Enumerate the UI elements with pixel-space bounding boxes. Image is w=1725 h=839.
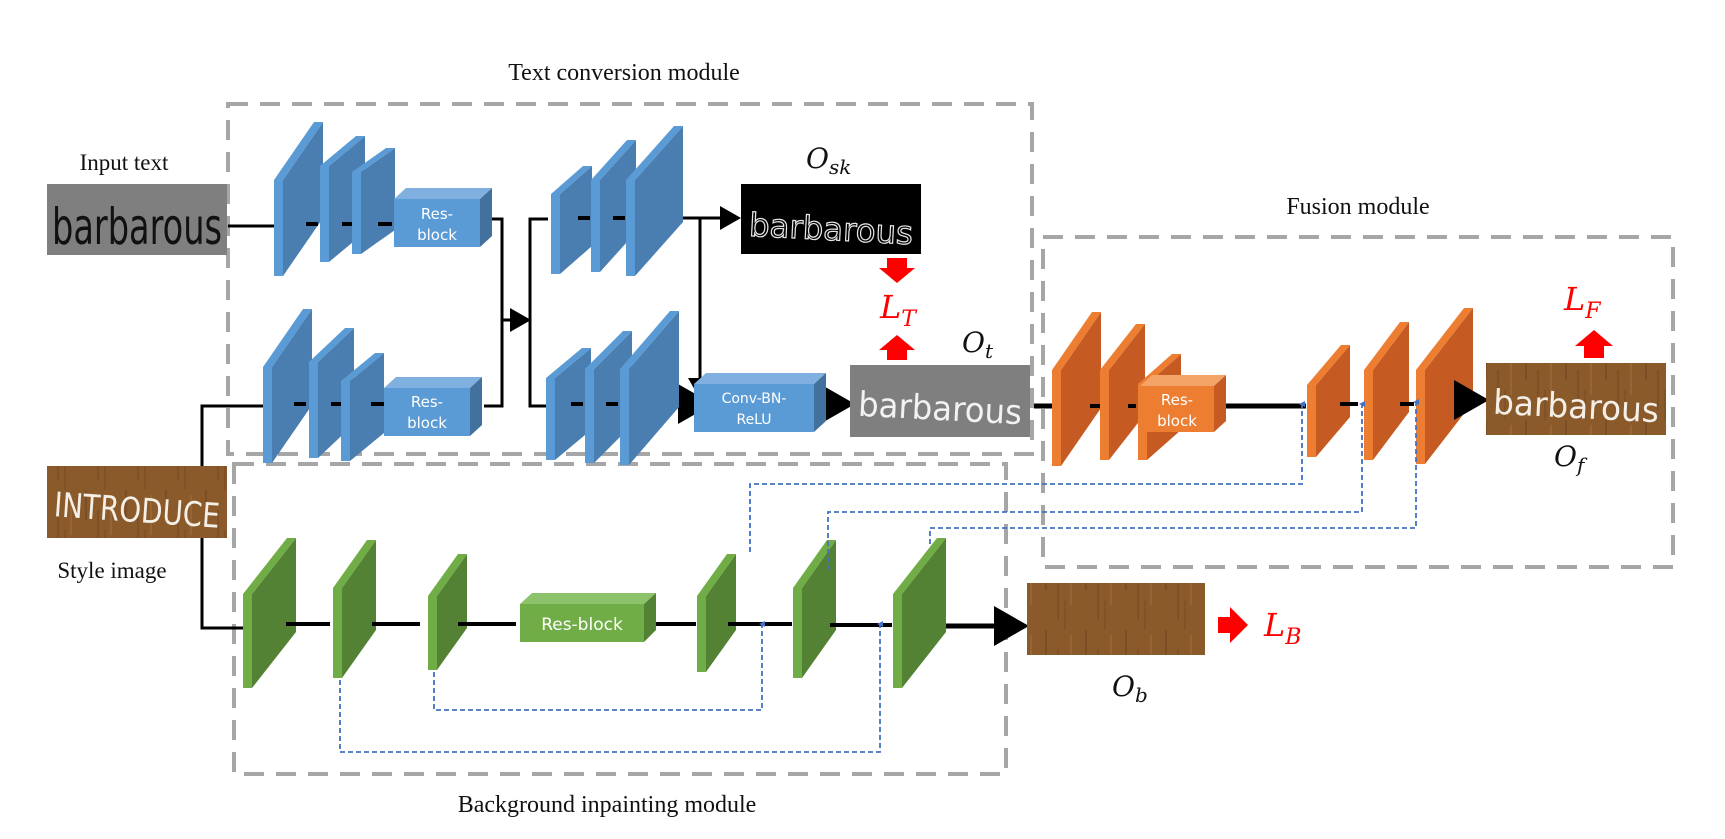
output-background-image [1027, 583, 1205, 655]
skip-connection-bg-outer [339, 621, 883, 753]
skip-connection-fusion-2 [827, 401, 1365, 570]
svg-text:barbarous: barbarous [1492, 383, 1660, 432]
loss-text-up-arrow-icon [879, 335, 915, 360]
conv-layer [352, 148, 395, 254]
conv-layer [1052, 312, 1101, 466]
loss-text-label: LT [879, 288, 918, 332]
input-text-word: barbarous [52, 198, 222, 256]
deconv-layer [1364, 322, 1409, 460]
output-background-label: Ob [1112, 670, 1148, 707]
res-block-background: Res-block [520, 593, 656, 642]
svg-text:Res-: Res- [1161, 391, 1193, 409]
text-conversion-module-title: Text conversion module [508, 60, 740, 86]
conv-layer [274, 122, 323, 276]
conv-layer [341, 353, 384, 461]
connector-split-decoders [528, 217, 548, 408]
deconv-layer [626, 126, 683, 276]
output-text-label: Ot [962, 326, 994, 363]
connector-style-to-background [200, 538, 246, 630]
deconv-layer [1307, 345, 1350, 457]
text-decoder [546, 311, 679, 465]
svg-text:block: block [407, 414, 447, 432]
input-text-label: Input text [80, 150, 169, 175]
svg-text:Res-block: Res-block [541, 615, 623, 635]
text-encoder-top [274, 122, 395, 276]
svg-text:Res-: Res- [411, 393, 443, 411]
res-block-text-top: Res- block [394, 188, 492, 247]
svg-text:barbarous: barbarous [748, 206, 914, 253]
conv-layer [263, 309, 312, 463]
skip-connection-fusion-1 [749, 401, 1305, 552]
deconv-layer [893, 538, 946, 688]
svg-text:Res-: Res- [421, 205, 453, 223]
style-image-label: Style image [57, 558, 166, 583]
connector-style-to-text-encoder [200, 404, 268, 466]
loss-background-right-arrow-icon [1218, 607, 1248, 643]
svg-text:ReLU: ReLU [736, 412, 771, 428]
input-text-image: barbarous [47, 184, 227, 256]
style-image: INTRODUCE [47, 466, 227, 538]
background-inpainting-network [243, 538, 946, 688]
loss-fusion-up-arrow-icon [1575, 330, 1613, 358]
output-fusion-label: Of [1554, 440, 1588, 477]
svg-text:barbarous: barbarous [857, 385, 1023, 434]
conv-layer [428, 554, 467, 670]
svg-text:block: block [1157, 412, 1197, 430]
output-fusion-image: barbarous [1486, 363, 1666, 435]
deconv-layer [546, 348, 591, 460]
fusion-decoder [1307, 308, 1473, 464]
text-encoder-bottom [263, 309, 384, 463]
output-text-image: barbarous [850, 365, 1030, 437]
res-block-fusion: Res- block [1140, 375, 1226, 432]
output-skeleton-label: Osk [806, 142, 851, 179]
loss-fusion-label: LF [1563, 280, 1601, 324]
skip-connection-bg-inner [433, 621, 765, 711]
conv-bn-relu-block: Conv-BN- ReLU [694, 373, 826, 432]
svg-text:block: block [417, 226, 457, 244]
conv-layer [333, 540, 376, 678]
deconv-layer [620, 311, 679, 465]
deconv-layer [793, 540, 836, 678]
connector-merge-encoders [484, 217, 504, 408]
skeleton-decoder [551, 126, 683, 276]
svg-text:Conv-BN-: Conv-BN- [722, 391, 787, 407]
deconv-layer [1416, 308, 1473, 464]
skip-connection-fusion-3 [929, 399, 1419, 544]
loss-text-down-arrow-icon [879, 258, 915, 283]
fusion-module-title: Fusion module [1286, 194, 1429, 220]
conv-layer [1100, 324, 1145, 460]
deconv-layer [697, 554, 736, 672]
output-skeleton-image: barbarous [741, 184, 921, 254]
res-block-text-bottom: Res- block [384, 377, 482, 436]
background-inpainting-module-title: Background inpainting module [458, 792, 757, 818]
conv-layer [243, 538, 296, 688]
deconv-layer [551, 166, 592, 274]
loss-background-label: LB [1263, 606, 1301, 650]
